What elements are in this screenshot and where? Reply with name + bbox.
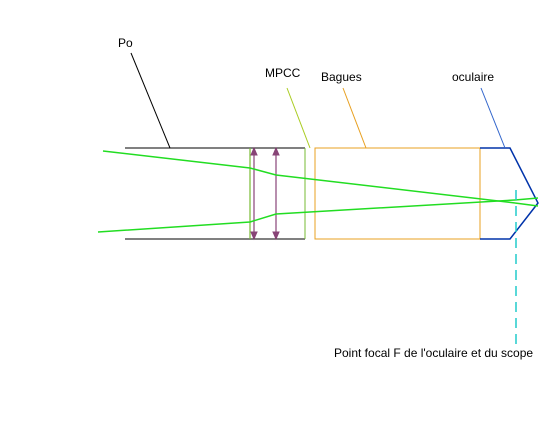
po-label: Po <box>118 36 133 50</box>
po-leader-line <box>130 52 171 149</box>
bagues-label: Bagues <box>321 70 362 84</box>
extension-rings <box>314 147 481 240</box>
focuser-tube <box>125 147 305 240</box>
bagues-leader-line <box>342 87 367 149</box>
mpcc-label: MPCC <box>265 66 301 80</box>
oculaire-leader-line <box>480 87 506 149</box>
eyepiece <box>480 147 539 240</box>
focal-point-label: Point focal F de l'oculaire et du scope <box>334 346 533 360</box>
mpcc-lens <box>250 146 280 241</box>
oculaire-label: oculaire <box>452 70 494 84</box>
mpcc-leader-line <box>286 87 311 149</box>
mpcc-body <box>249 148 316 239</box>
light-rays <box>97 150 539 233</box>
